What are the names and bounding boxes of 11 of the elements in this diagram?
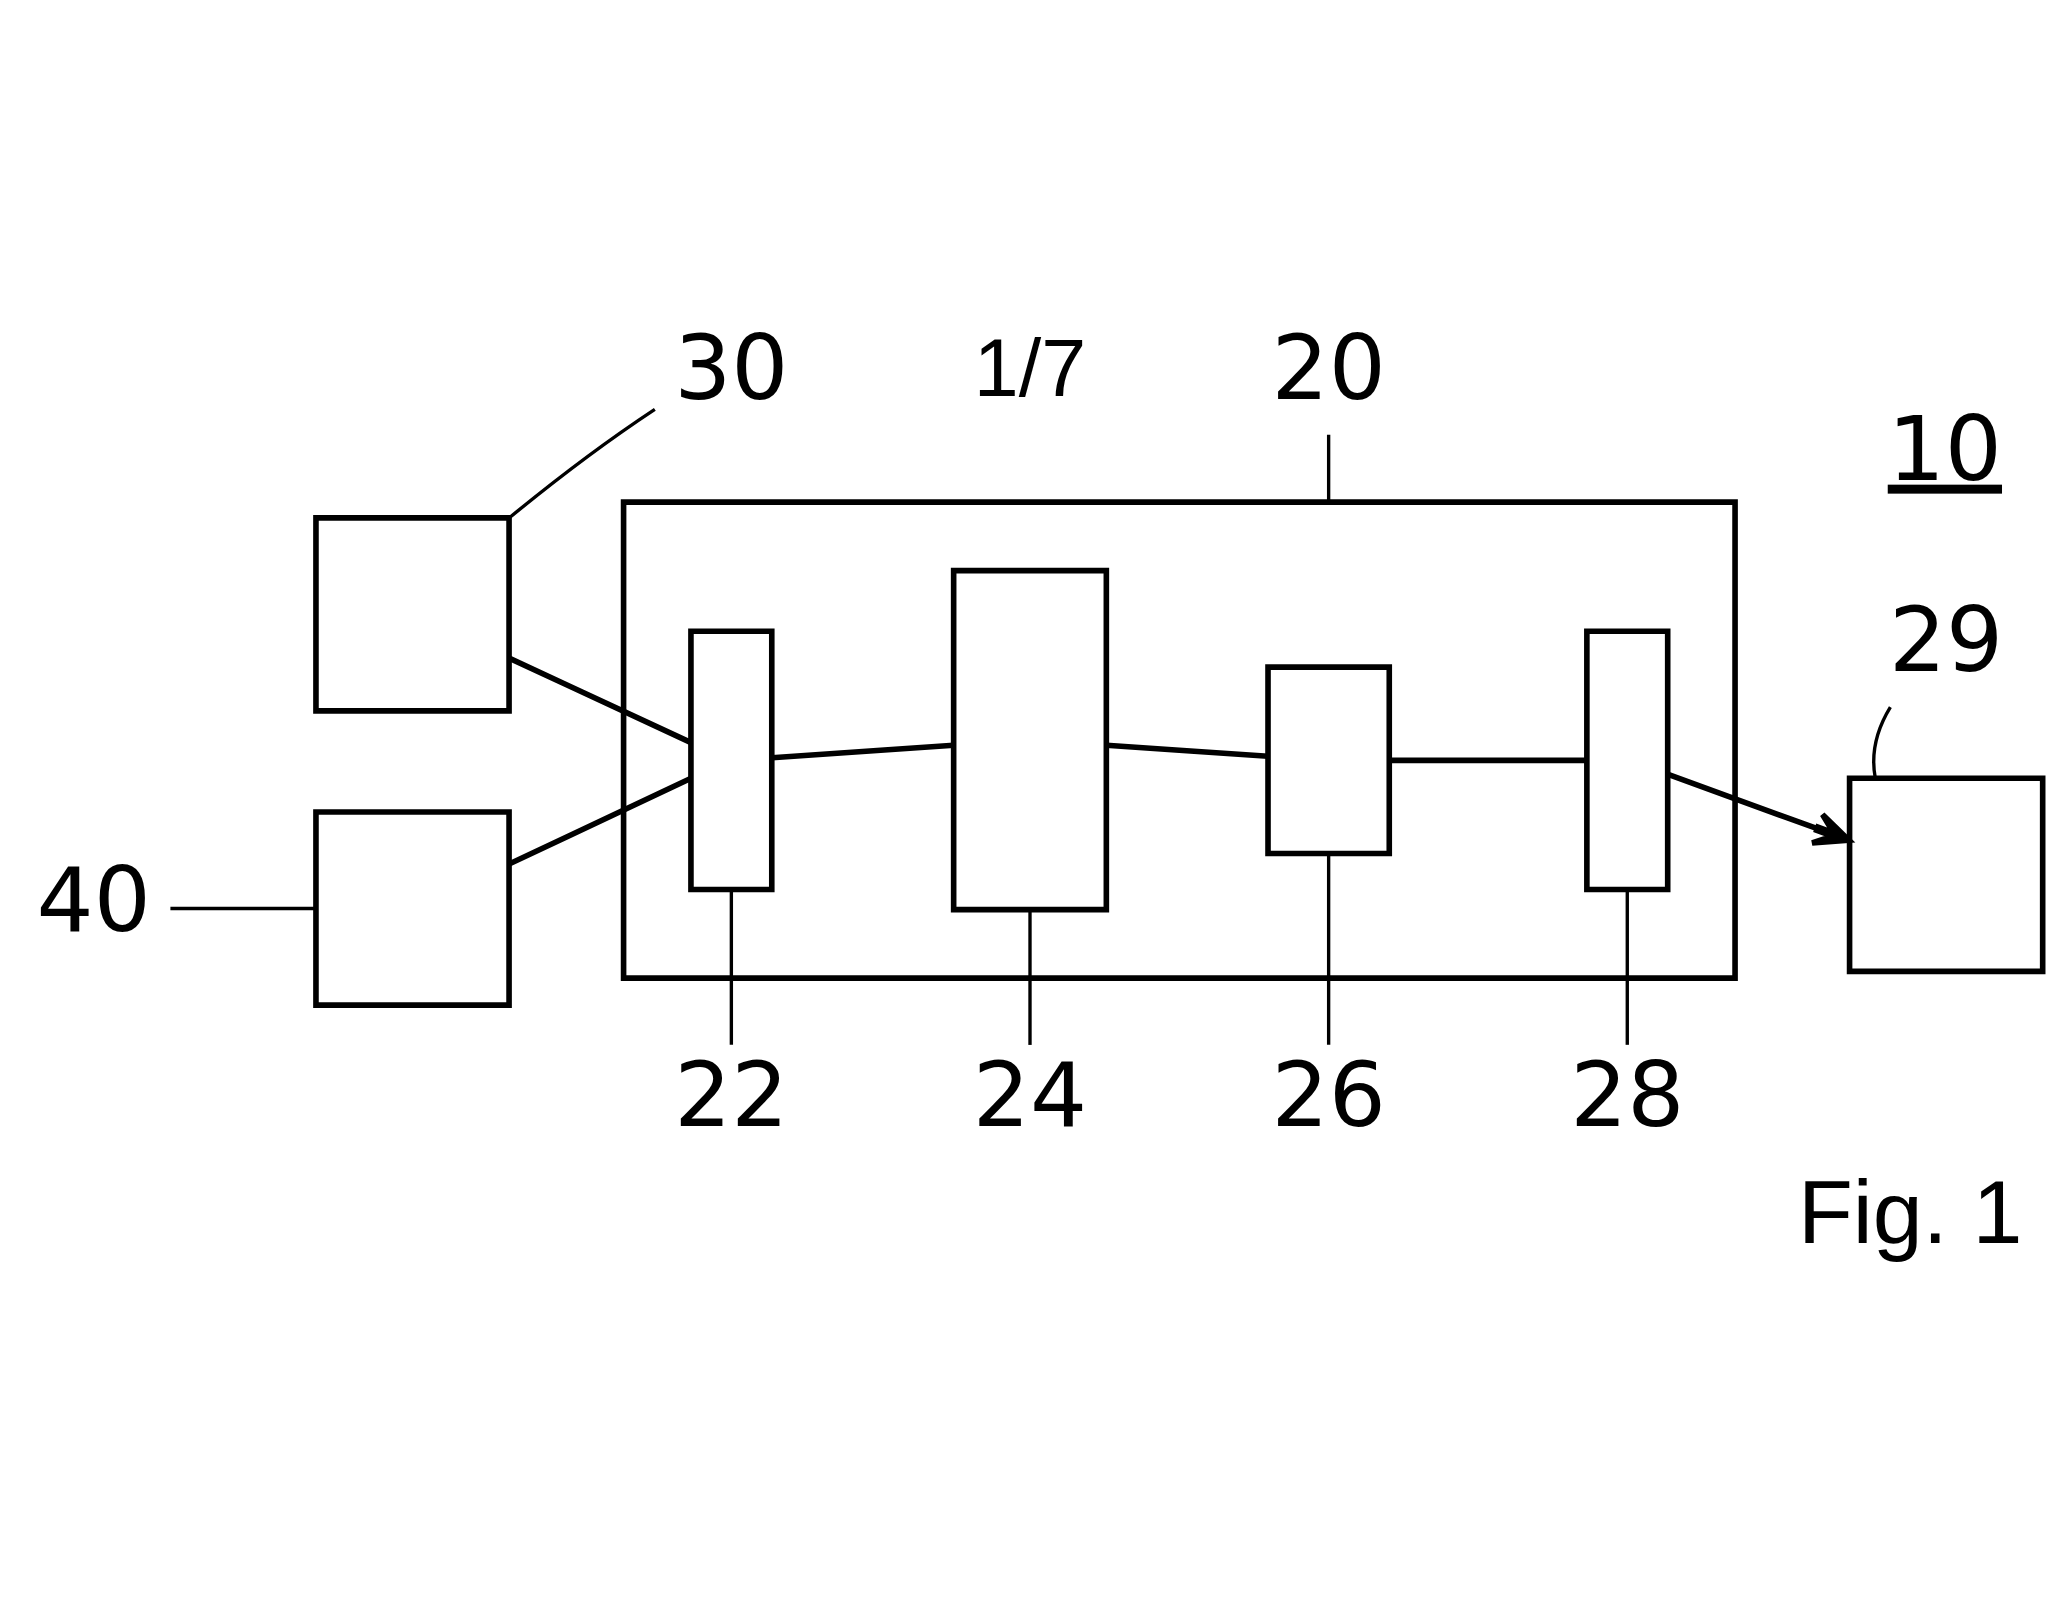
- node-text: 29: [1889, 587, 2004, 692]
- node-text: 20: [1271, 315, 1386, 420]
- node-text: 40: [36, 847, 151, 952]
- node-text: 24: [972, 1043, 1088, 1148]
- label: 1/7: [973, 323, 1087, 414]
- node-text: 28: [1570, 1043, 1685, 1148]
- caption: Fig. 1: [1797, 1162, 2023, 1263]
- node-text: 26: [1271, 1043, 1386, 1148]
- node-text: 30: [674, 315, 789, 420]
- node-text: 22: [674, 1043, 789, 1148]
- label: 10: [1887, 396, 2003, 501]
